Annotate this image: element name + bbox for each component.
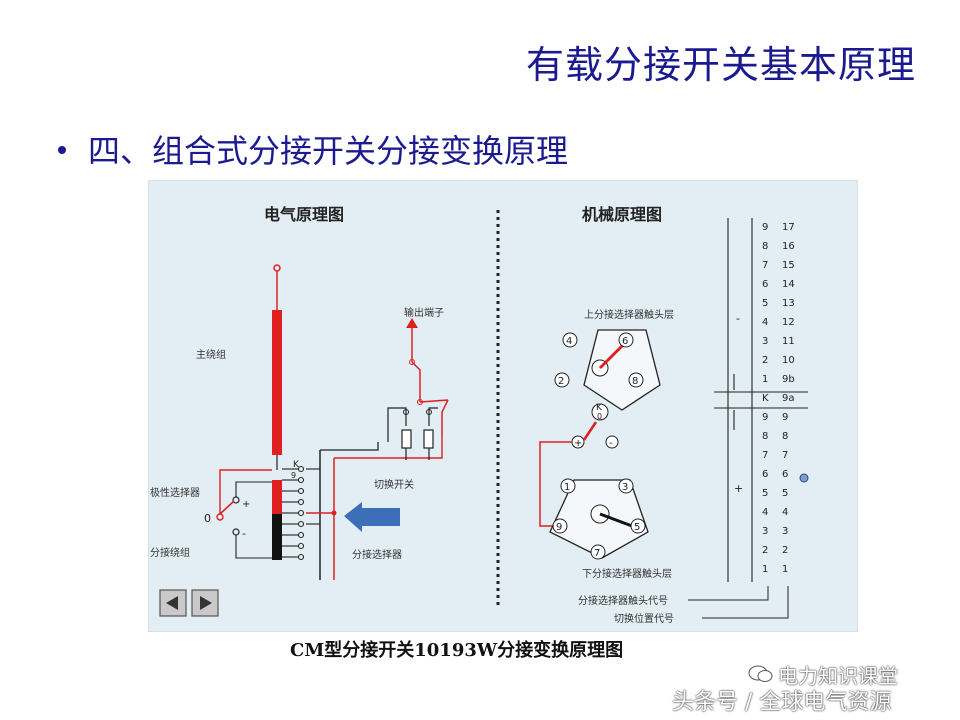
upper-contact-8: 8 (632, 376, 638, 387)
lower-layer-label: 下分接选择器触头层 (582, 567, 672, 580)
lower-contact-7: 7 (594, 548, 600, 559)
electrical-schematic: 主绕组 极性选择器 分接绕组 K 9 0 + - (150, 264, 449, 580)
table-cell-position: 2 (762, 545, 768, 556)
prev-button[interactable] (159, 589, 187, 617)
table-cell-contact: 5 (782, 488, 788, 499)
diagram-background (147, 179, 859, 633)
wechat-icon (748, 665, 773, 682)
table-cell-position: K (762, 393, 769, 404)
table-cell-contact: 13 (782, 298, 795, 309)
table-cell-position: 3 (762, 526, 768, 537)
watermark-source: 头条号 / 全球电气资源 (672, 690, 892, 715)
next-button[interactable] (191, 589, 219, 617)
table-cell-position: 7 (762, 260, 768, 271)
table-cell-contact: 9 (782, 412, 788, 423)
bullet-text: 四、组合式分接开关分接变换原理 (88, 132, 569, 170)
table-cell-position: 4 (762, 507, 768, 518)
table-cell-contact: 3 (782, 526, 788, 537)
upper-contact-6: 6 (622, 336, 628, 347)
table-cell-position: 2 (762, 355, 768, 366)
polarity-selector-label: 极性选择器 (150, 486, 200, 499)
sign-minus: - (736, 312, 740, 325)
transition-resistor-2 (423, 429, 434, 449)
k-zero-label: 0 (597, 412, 602, 421)
bullet-item: 四、组合式分接开关分接变换原理 (58, 126, 568, 172)
lower-contact-1: 1 (564, 482, 570, 493)
table-cell-contact: 9a (782, 393, 795, 404)
table-cell-contact: 7 (782, 450, 788, 461)
table-cell-contact: 11 (782, 336, 795, 347)
table-cell-contact: 2 (782, 545, 788, 556)
table-cell-position: 3 (762, 336, 768, 347)
main-winding-label: 主绕组 (196, 348, 226, 361)
table-cell-contact: 10 (782, 355, 795, 366)
tap-winding-lower (272, 514, 282, 560)
figure-caption: CM型分接开关10193W分接变换原理图 (290, 640, 624, 661)
sign-plus: + (734, 482, 743, 495)
table-cell-contact: 6 (782, 469, 788, 480)
table-cell-contact: 15 (782, 260, 795, 271)
output-terminal-label: 输出端子 (404, 306, 444, 319)
diverter-switch-label: 切换开关 (374, 478, 414, 491)
k-label: K (293, 460, 300, 470)
upper-contact-2: 2 (558, 376, 564, 387)
upper-layer-label: 上分接选择器触头层 (584, 308, 674, 321)
table-cell-contact: 9b (782, 374, 795, 385)
next-icon (200, 596, 212, 610)
zero-label: 0 (204, 512, 211, 525)
table-cell-position: 8 (762, 431, 768, 442)
slide-title: 有载分接开关基本原理 (525, 43, 916, 87)
table-cell-contact: 1 (782, 564, 788, 575)
main-winding (272, 310, 282, 455)
table-cell-contact: 17 (782, 222, 795, 233)
table-cell-contact: 4 (782, 507, 788, 518)
upper-contact-4: 4 (566, 336, 572, 347)
bullet-icon (58, 145, 66, 154)
transition-resistor-1 (401, 429, 412, 449)
table-cell-position: 1 (762, 374, 768, 385)
table-cell-position: 5 (762, 298, 768, 309)
mechanical-title: 机械原理图 (582, 205, 662, 224)
tap-selector-label: 分接选择器 (352, 548, 402, 561)
table-cell-contact: 14 (782, 279, 795, 290)
table-cell-contact: 12 (782, 317, 795, 328)
table-cell-position: 5 (762, 488, 768, 499)
prev-icon (166, 596, 178, 610)
lower-contact-5: 5 (634, 522, 640, 533)
principle-diagram: 电气原理图 机械原理图 主绕组 极性选择器 分接绕组 K 9 (147, 179, 859, 633)
lower-contact-3: 3 (622, 482, 628, 493)
upper-minus: - (609, 438, 613, 449)
table-cell-contact: 8 (782, 431, 788, 442)
mechanical-schematic: 上分接选择器触头层 4 6 2 8 K 0 + - 1 3 9 5 (539, 218, 809, 625)
position-code-label: 切换位置代号 (614, 612, 674, 625)
k-contact-label: K (596, 403, 603, 413)
lower-contact-9: 9 (556, 522, 562, 533)
table-cell-position: 8 (762, 241, 768, 252)
nine-label: 9 (291, 471, 296, 480)
table-cell-position: 1 (762, 564, 768, 575)
table-cell-position: 9 (762, 412, 768, 423)
direction-arrow (344, 502, 400, 532)
polarity-plus: + (242, 499, 250, 510)
table-cell-position: 6 (762, 469, 768, 480)
table-cell-position: 4 (762, 317, 768, 328)
table-cell-position: 7 (762, 450, 768, 461)
upper-plus: + (574, 438, 582, 449)
table-cell-position: 9 (762, 222, 768, 233)
table-cell-contact: 16 (782, 241, 795, 252)
table-cell-position: 6 (762, 279, 768, 290)
current-position-marker (799, 473, 809, 483)
electrical-title: 电气原理图 (264, 205, 344, 224)
contact-code-label: 分接选择器触头代号 (578, 594, 668, 607)
diagram-canvas: 电气原理图 机械原理图 主绕组 极性选择器 分接绕组 K 9 (147, 179, 859, 633)
tap-winding-label: 分接绕组 (150, 546, 190, 559)
watermark-channel: 电力知识课堂 (778, 664, 898, 688)
tap-winding-upper (272, 480, 282, 514)
polarity-minus: - (242, 527, 246, 540)
